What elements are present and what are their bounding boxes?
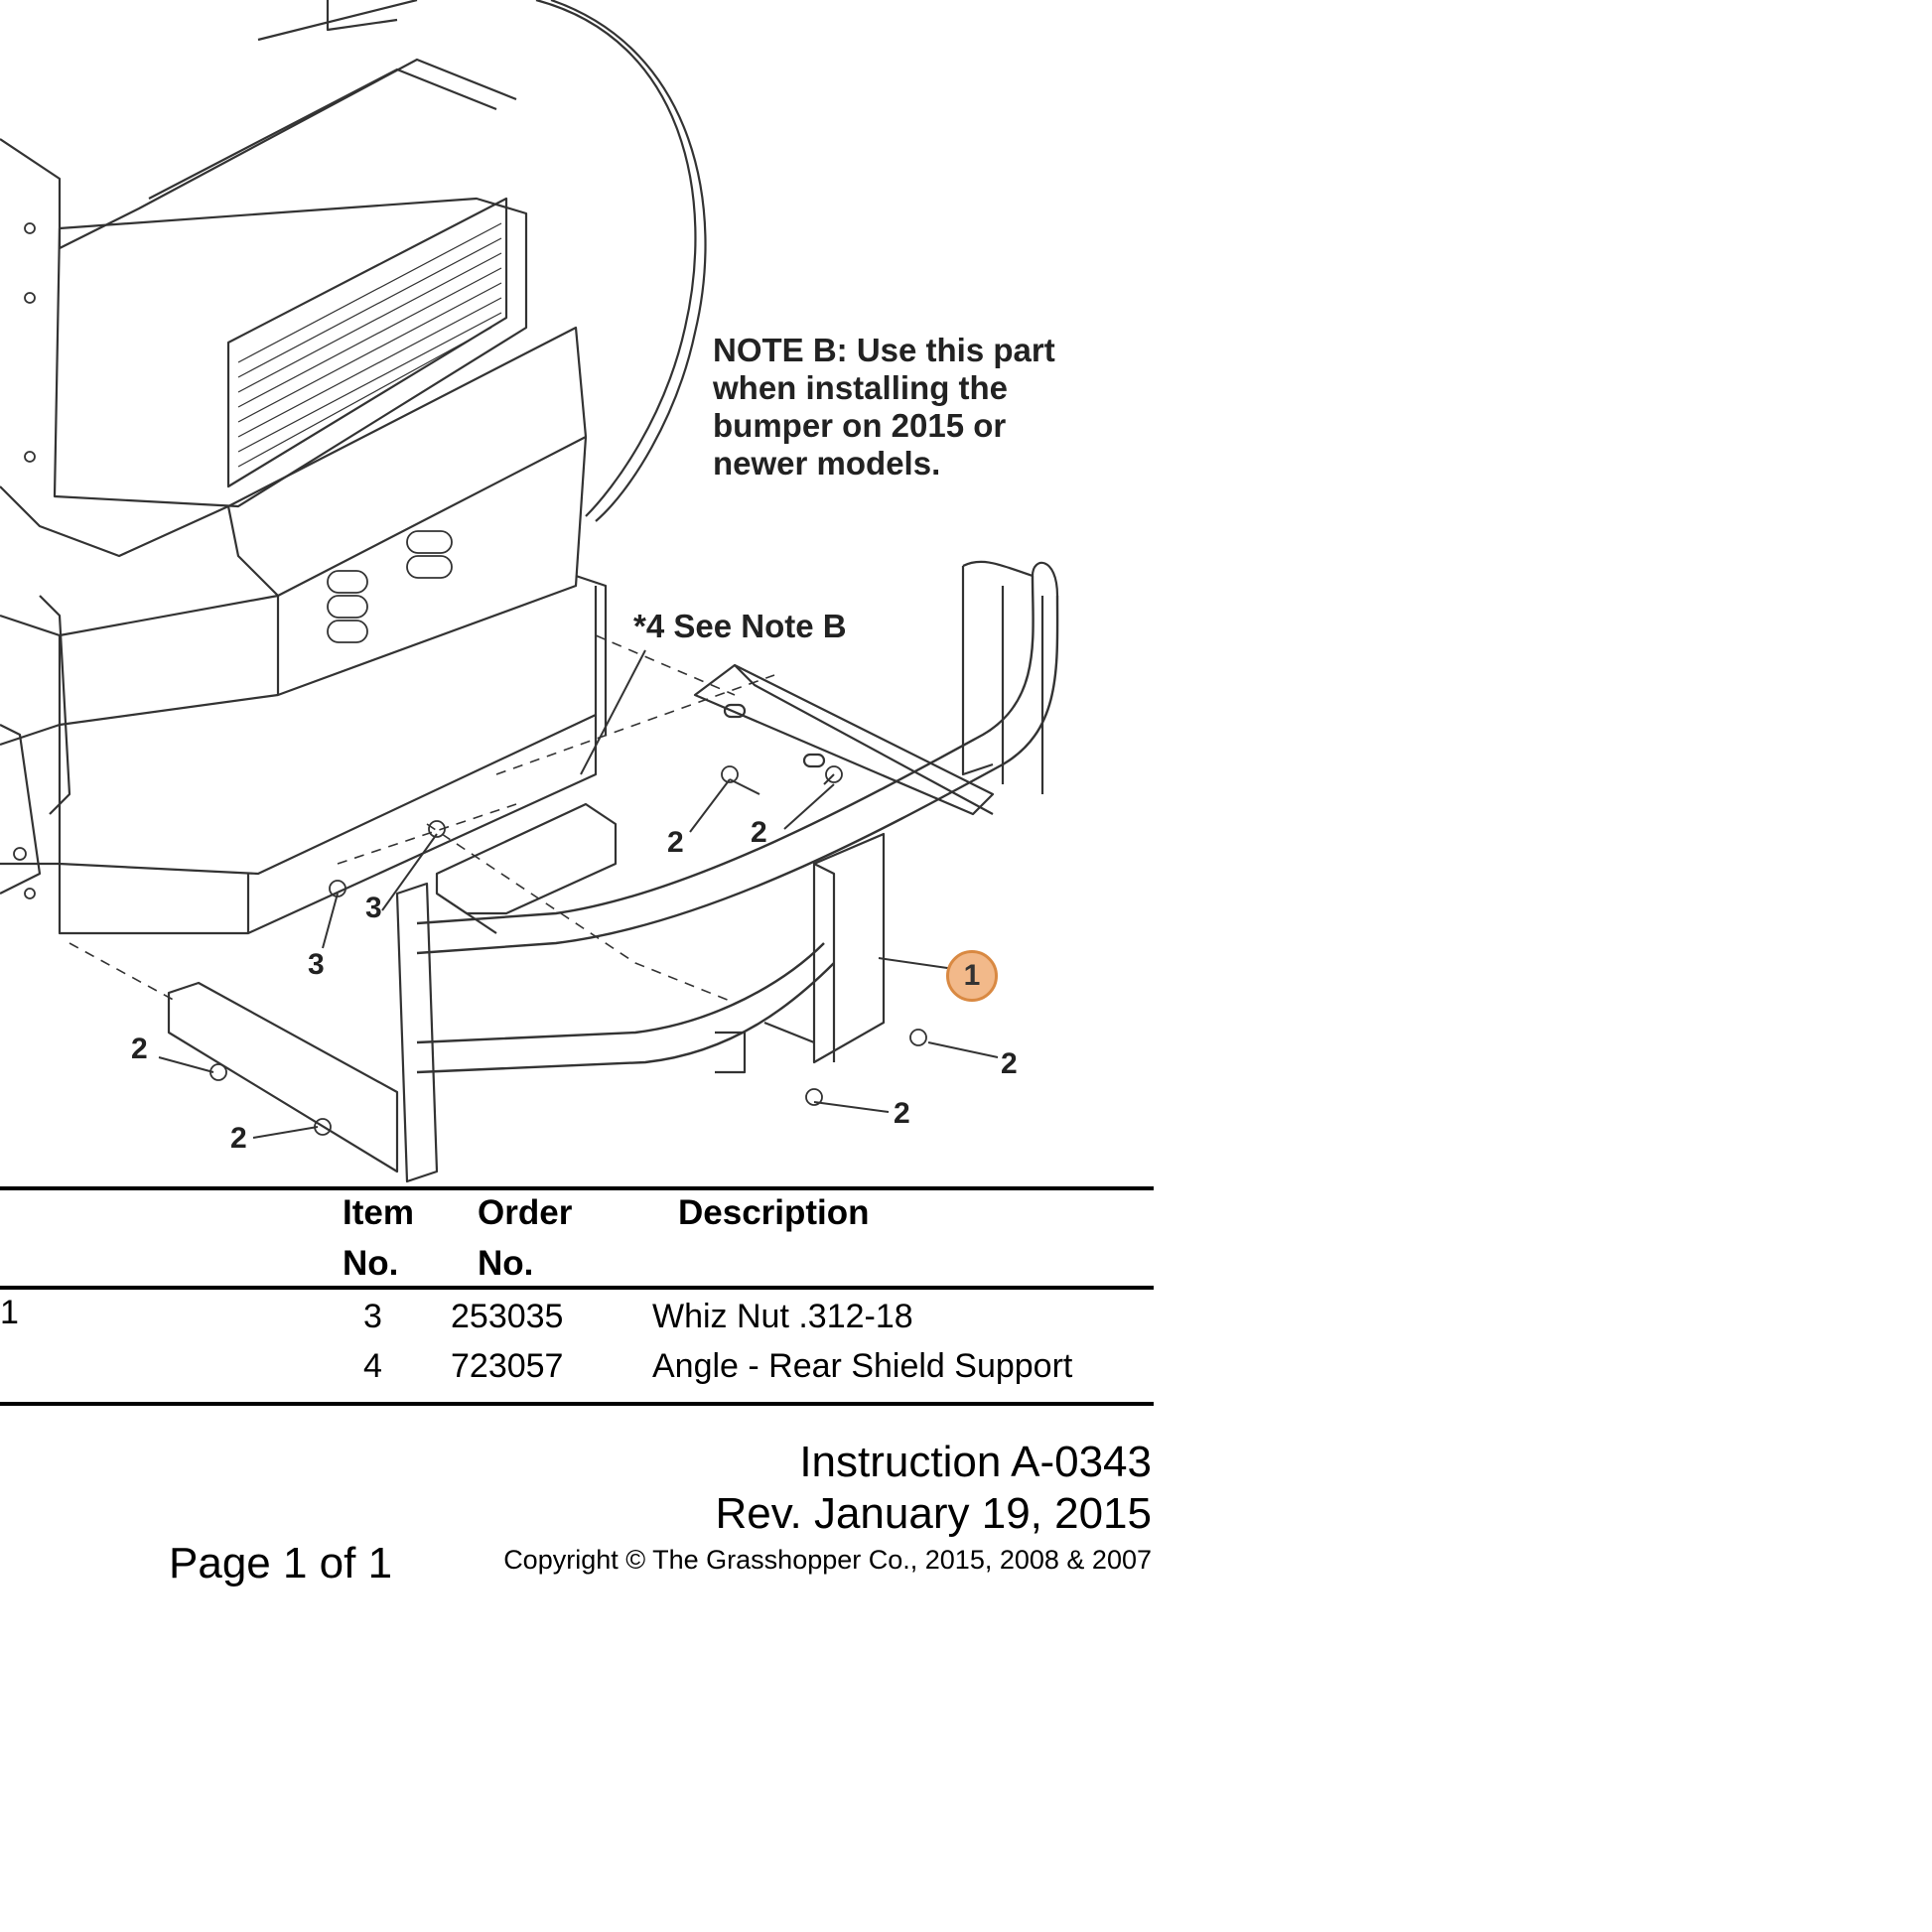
callout-4-label: *4 See Note B: [633, 608, 847, 644]
row-item-no: 3: [363, 1298, 382, 1335]
callout-number: 2: [667, 826, 684, 859]
revision-date: Rev. January 19, 2015: [715, 1489, 1152, 1538]
header-order: Order: [478, 1193, 573, 1232]
row-description: Whiz Nut .312-18: [652, 1298, 913, 1335]
engine-housing: [0, 58, 517, 250]
note-b-text: NOTE B: Use this part when installing th…: [713, 332, 1055, 482]
angle-rear-shield-support: [435, 802, 618, 915]
callout-number: 3: [308, 948, 325, 981]
header-description: Description: [678, 1193, 870, 1232]
callout-number: 2: [751, 816, 767, 849]
header-item-no: No.: [343, 1244, 399, 1283]
item-1-marker[interactable]: 1: [946, 950, 998, 1002]
copyright-notice: Copyright © The Grasshopper Co., 2015, 2…: [503, 1545, 1152, 1575]
fan-housing: [535, 0, 697, 517]
header-item: Item: [343, 1193, 414, 1232]
callout-number: 2: [131, 1033, 148, 1065]
callout-number: 2: [230, 1122, 247, 1155]
row-order-no: 723057: [451, 1347, 564, 1385]
callout-number: 3: [365, 892, 382, 924]
table-top-rule: [0, 1186, 1154, 1190]
table-bottom-rule: [0, 1402, 1154, 1406]
grille-box: [53, 197, 528, 508]
callout-number: 2: [894, 1097, 910, 1130]
row-description: Angle - Rear Shield Support: [652, 1347, 1073, 1385]
row-item-no: 4: [363, 1347, 382, 1385]
bumper-tube: [416, 575, 1035, 925]
instruction-number: Instruction A-0343: [799, 1438, 1152, 1486]
row-order-no: 253035: [451, 1298, 564, 1335]
table-header-rule: [0, 1286, 1154, 1290]
page-number: Page 1 of 1: [169, 1539, 393, 1587]
table-left-cut-text: 1: [0, 1294, 19, 1331]
header-order-no: No.: [478, 1244, 534, 1283]
callout-number: 2: [1001, 1047, 1018, 1080]
